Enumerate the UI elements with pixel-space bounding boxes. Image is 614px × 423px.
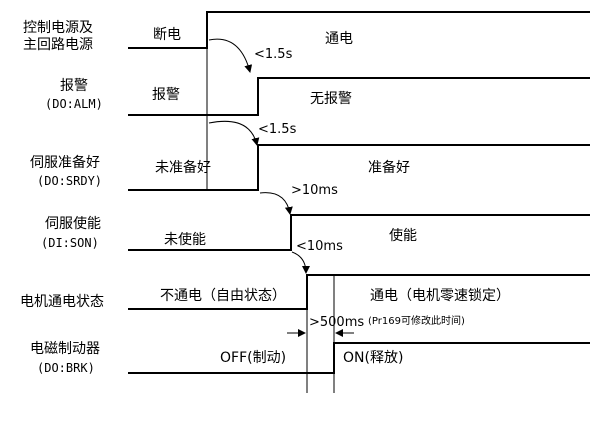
brake-state-off: OFF(制动) — [220, 350, 286, 366]
power-waveform — [128, 11, 590, 49]
enable-code: (DI:SON) — [41, 236, 99, 250]
enable-label: 伺服使能 — [45, 215, 101, 232]
motor-waveform — [128, 274, 590, 310]
ready-code: (DO:SRDY) — [37, 174, 102, 188]
motor-state-on: 通电（电机零速锁定） — [370, 288, 510, 304]
delay-ready: <1.5s — [258, 122, 297, 137]
brake-code: (DO:BRK) — [37, 361, 95, 375]
ready-label: 伺服准备好 — [30, 154, 100, 171]
motor-state-off: 不通电（自由状态） — [160, 288, 286, 304]
enable-state-on: 使能 — [389, 227, 417, 244]
alarm-state-clear: 无报警 — [310, 91, 352, 107]
arrow-power-to-alarm — [208, 38, 253, 73]
delay-alarm: <1.5s — [254, 47, 293, 62]
power-label-line2: 主回路电源 — [23, 37, 93, 53]
alarm-code: (DO:ALM) — [45, 97, 103, 111]
brake-label: 电磁制动器 — [30, 341, 100, 357]
alarm-waveform — [128, 77, 590, 116]
delay-enable: >10ms — [291, 183, 338, 198]
alarm-state-alarm: 报警 — [152, 87, 180, 103]
delay-motor: <10ms — [296, 239, 343, 254]
ready-state-ok: 准备好 — [368, 159, 410, 176]
arrow-enable-to-motor — [291, 251, 310, 274]
arrow-power-to-ready — [208, 120, 260, 146]
alarm-label: 报警 — [60, 78, 88, 94]
enable-waveform — [128, 214, 590, 251]
delay-brake: >500ms — [309, 315, 364, 330]
arrow-ready-to-enable — [259, 192, 293, 215]
ready-state-not: 未准备好 — [155, 159, 211, 176]
ready-waveform — [128, 144, 590, 191]
enable-state-off: 未使能 — [164, 231, 206, 248]
motor-label: 电机通电状态 — [20, 294, 104, 310]
brake-state-on: ON(释放) — [343, 350, 403, 366]
brake-waveform — [128, 342, 590, 374]
brake-delay-note: (Pr169可修改此时间) — [368, 314, 465, 327]
power-state-on: 通电 — [325, 31, 353, 47]
power-label-line1: 控制电源及 — [23, 20, 93, 36]
power-state-off: 断电 — [153, 27, 181, 43]
